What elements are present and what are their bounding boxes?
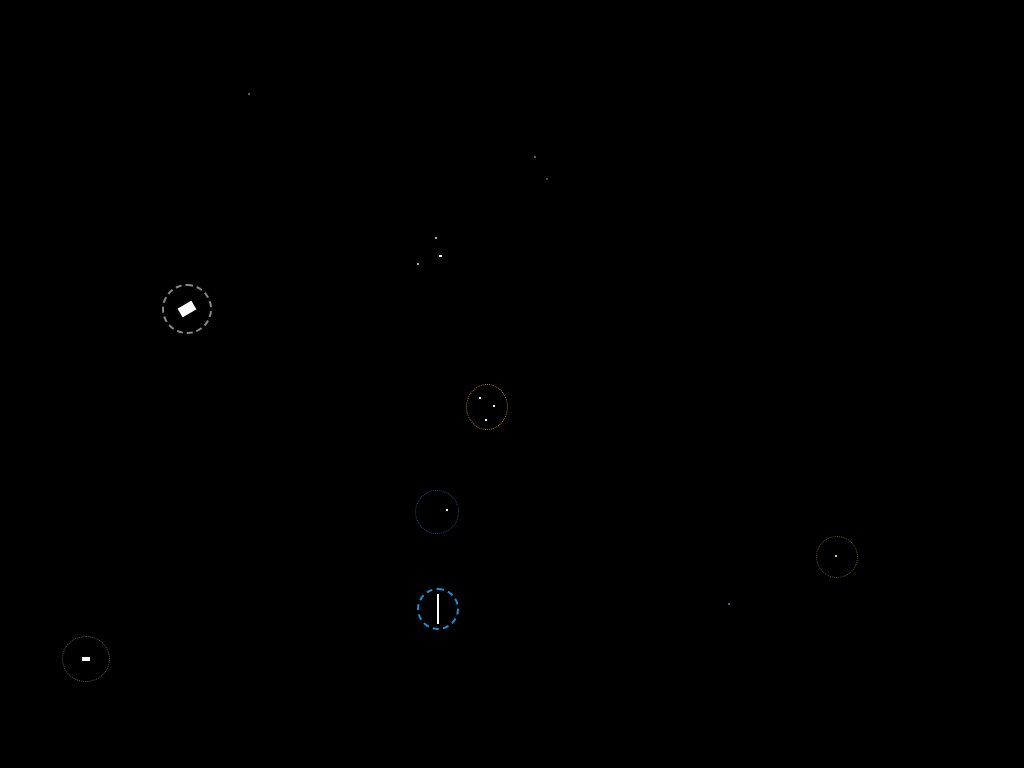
ship-core [177, 300, 197, 318]
star-speck [546, 178, 548, 180]
debris-icon[interactable] [415, 235, 461, 275]
small-ship-core [82, 657, 90, 661]
planet-speck [835, 555, 837, 557]
star-speck [493, 405, 495, 407]
player-ship-icon[interactable] [162, 284, 212, 334]
blue-target-icon[interactable] [415, 490, 459, 534]
star-cluster-icon[interactable] [466, 384, 508, 430]
waypoint-core [437, 594, 439, 624]
debris-speck [417, 263, 419, 265]
small-ship-icon[interactable] [62, 636, 110, 682]
target-speck [446, 509, 448, 511]
star-speck [248, 93, 250, 95]
star-speck [728, 603, 730, 605]
star-speck [485, 419, 487, 421]
debris-speck [439, 255, 442, 257]
star-speck [534, 156, 536, 158]
star-speck [479, 397, 481, 399]
orange-planet-icon[interactable] [816, 536, 858, 578]
blue-waypoint-icon[interactable] [417, 588, 459, 630]
debris-speck [435, 237, 437, 239]
